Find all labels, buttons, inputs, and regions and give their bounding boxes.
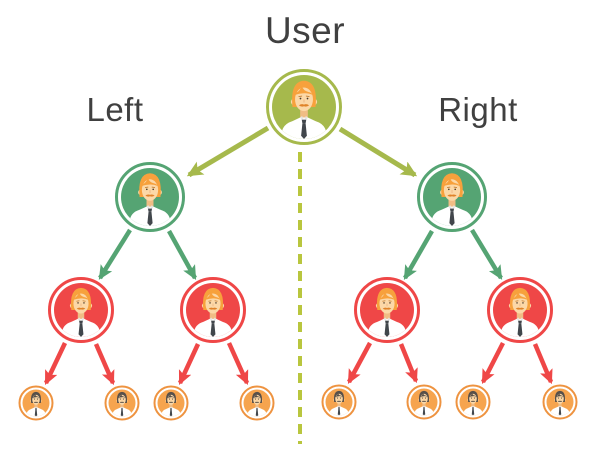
right-branch-label: Right bbox=[438, 91, 518, 128]
edge-left2-to-leaf4 bbox=[226, 342, 250, 386]
node-root-user bbox=[266, 69, 342, 145]
node-right-1 bbox=[354, 277, 420, 343]
edge-left1-to-leaf2 bbox=[93, 343, 116, 386]
man-avatar-icon bbox=[121, 168, 179, 226]
edge-right2-to-leaf8 bbox=[532, 343, 554, 385]
node-left-1 bbox=[48, 277, 114, 343]
edge-root-to-right bbox=[338, 126, 418, 178]
node-leaf-4 bbox=[239, 385, 275, 421]
edge-root-to-left bbox=[186, 125, 270, 178]
edge-left-to-left2 bbox=[167, 229, 197, 280]
node-left-branch bbox=[115, 162, 185, 232]
left-branch-label: Left bbox=[86, 91, 144, 128]
edge-left-to-left1 bbox=[98, 228, 132, 280]
edge-right1-to-leaf5 bbox=[347, 341, 372, 384]
node-leaf-5 bbox=[321, 384, 357, 420]
man-avatar-icon bbox=[326, 389, 353, 416]
man-avatar-icon bbox=[158, 390, 185, 417]
man-avatar-icon bbox=[460, 389, 487, 416]
node-leaf-6 bbox=[406, 384, 442, 420]
edge-left1-to-leaf1 bbox=[43, 342, 68, 386]
edge-right1-to-leaf6 bbox=[398, 343, 419, 384]
edge-left2-to-leaf3 bbox=[177, 343, 201, 386]
man-avatar-icon bbox=[547, 389, 574, 416]
node-leaf-2 bbox=[104, 385, 140, 421]
edge-right-to-right2 bbox=[470, 228, 503, 280]
man-avatar-icon bbox=[54, 283, 108, 337]
node-left-2 bbox=[180, 277, 246, 343]
man-avatar-icon bbox=[411, 389, 438, 416]
node-leaf-8 bbox=[542, 384, 578, 420]
node-leaf-7 bbox=[455, 384, 491, 420]
node-right-2 bbox=[487, 277, 553, 343]
man-avatar-icon bbox=[186, 283, 240, 337]
edge-right2-to-leaf7 bbox=[480, 341, 506, 385]
root-label: User bbox=[264, 10, 346, 51]
man-avatar-icon bbox=[423, 168, 481, 226]
man-avatar-icon bbox=[109, 390, 136, 417]
edge-right-to-right1 bbox=[403, 229, 434, 280]
man-avatar-icon bbox=[493, 283, 547, 337]
node-right-branch bbox=[417, 162, 487, 232]
man-avatar-icon bbox=[360, 283, 414, 337]
man-avatar-icon bbox=[23, 390, 50, 417]
man-avatar-icon bbox=[244, 390, 271, 417]
man-avatar-icon bbox=[272, 75, 336, 139]
node-leaf-1 bbox=[18, 385, 54, 421]
node-leaf-3 bbox=[153, 385, 189, 421]
